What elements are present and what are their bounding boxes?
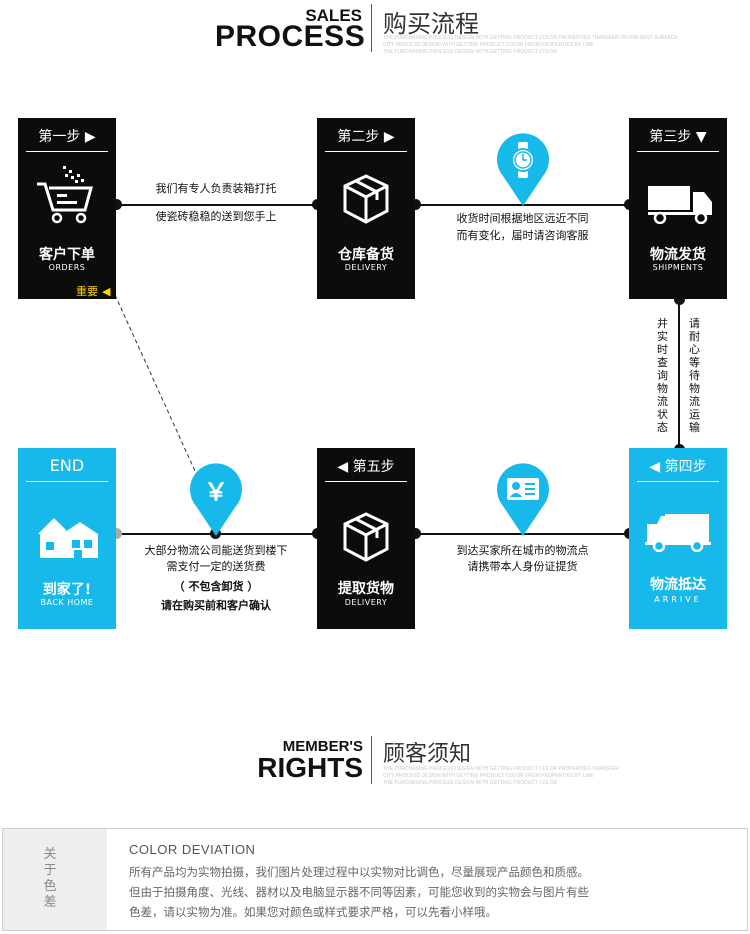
step-rule — [26, 151, 108, 152]
members-title-cn: 顾客须知 — [383, 742, 472, 767]
caption-5-line-4: 请在购买前和客户确认 — [161, 599, 271, 612]
step-rule — [325, 481, 407, 482]
caption-1-line-2: 使瓷砖稳稳的送到您手上 — [155, 210, 277, 223]
notice-line-2: 但由于拍摄角度、光线、器材以及电脑显示器不同等因素，可能您收到的实物会与图片有些 — [129, 885, 589, 899]
step-label: 第一步 ▶ — [38, 129, 96, 145]
members-title-divider — [371, 736, 372, 784]
caption-5-line-3: （ 不包含卸货 ） — [173, 580, 259, 593]
members-fine-1: THE PURCHASING PROCESS DESIGN WITH GETTI… — [383, 766, 619, 772]
members-title-big: RIGHTS — [257, 752, 363, 783]
caption-4-line-1: 到达买家所在城市的物流点 — [456, 544, 589, 557]
step-rule — [26, 481, 108, 482]
step-4-card: ◀ 第四步 物流抵达 ARRIVE — [629, 448, 727, 629]
members-fine-3: THE PURCHASING PROCESS DESIGN WITH GETTI… — [383, 780, 558, 786]
color-deviation-notice: 关于色差 COLOR DEVIATION 所有产品均为实物拍摄，我们图片处理过程… — [2, 828, 748, 931]
step-title: 提取货物 — [338, 581, 394, 597]
box-icon — [343, 512, 389, 562]
connector-dot — [410, 199, 421, 210]
sales-fine-1: THE PURCHASING PROCESS DESIGN WITH GETTI… — [383, 35, 678, 41]
caption-5-line-2: 需支付一定的送货费 — [166, 560, 266, 573]
step-label: 第三步 ▼ — [649, 129, 707, 145]
step-5-card: ◀ 第五步 提取货物 DELIVERY — [317, 448, 415, 629]
step-rule — [637, 481, 719, 482]
step-title: 物流发货 — [650, 247, 706, 263]
caption-1-line-1: 我们有专人负责装箱打托 — [155, 182, 277, 195]
caption-5-line-1: 大部分物流公司能送货到楼下 — [144, 544, 288, 557]
caption-2-line-2: 而有变化，届时请咨询客服 — [456, 229, 589, 242]
important-tag: 重要◀ — [76, 285, 111, 298]
dashed-link — [114, 294, 216, 516]
id-card-pin-icon — [497, 463, 549, 536]
delivery-truck-icon — [645, 514, 711, 552]
step-label: ◀ 第四步 — [649, 459, 707, 475]
step-rule — [637, 151, 719, 152]
step-title: 客户下单 — [39, 247, 95, 263]
caption-2-line-1: 收货时间根据地区远近不同 — [456, 212, 589, 225]
notice-line-3: 色差，请以实物为准。如果您对颜色或样式要求严格，可以先看小样哦。 — [129, 905, 497, 919]
step-subtitle: BACK HOME — [40, 598, 94, 607]
step-subtitle: DELIVERY — [344, 263, 388, 272]
notice-side-label: 关于色差 — [43, 847, 57, 910]
sales-fine-2: CITY PROCESS DESIGN WITH GETTING PRODUCT… — [383, 42, 594, 48]
notice-line-1: 所有产品均为实物拍摄，我们图片处理过程中以实物对比调色，尽量展现产品颜色和质感。 — [129, 865, 589, 879]
yen-pin-icon — [190, 463, 242, 536]
connector-1-2 — [116, 204, 318, 206]
cart-icon — [37, 166, 93, 224]
connector-3-4 — [678, 299, 680, 451]
connector-dot — [674, 294, 685, 305]
yen-symbol: ￥ — [204, 478, 228, 506]
end-card: END 到家了! BACK HOME — [18, 448, 116, 629]
sales-title-divider — [371, 4, 372, 52]
step-label: END — [49, 456, 85, 475]
step-2-card: 第二步 ▶ 仓库备货 DELIVERY — [317, 118, 415, 299]
sales-title-small: SALES — [305, 6, 362, 25]
step-1-card: 第一步 ▶ 客户下单 ORDERS 重要◀ — [18, 118, 116, 299]
connector-dot — [410, 528, 421, 539]
step-3-card: 第三步 ▼ 物流发货 SHIPMENTS — [629, 118, 727, 299]
watch-pin-icon — [497, 133, 549, 206]
step-label: ◀ 第五步 — [337, 459, 395, 475]
notice-title: COLOR DEVIATION — [129, 842, 256, 857]
connector-dot — [111, 528, 122, 539]
vertical-caption-right: 请耐心等待物流运输 — [689, 317, 700, 434]
sales-title-big: PROCESS — [215, 20, 366, 53]
truck-icon — [648, 186, 712, 224]
members-fine-2: CITY PROCESS DESIGN WITH GETTING PRODUCT… — [383, 773, 594, 779]
caption-4-line-2: 请携带本人身份证提货 — [467, 560, 578, 573]
sales-fine-3: THE PURCHASING PROCESS DESIGN WITH GETTI… — [383, 49, 558, 55]
step-rule — [325, 151, 407, 152]
step-title: 物流抵达 — [650, 577, 706, 593]
step-subtitle: ARRIVE — [654, 595, 702, 604]
notice-side-panel — [3, 829, 107, 930]
step-title: 到家了! — [42, 582, 92, 598]
box-icon — [343, 174, 389, 224]
important-label: 重要 — [76, 285, 98, 298]
step-label: 第二步 ▶ — [337, 129, 395, 145]
house-icon — [38, 518, 98, 558]
members-title-small: MEMBER'S — [282, 738, 363, 755]
step-subtitle: DELIVERY — [344, 598, 388, 607]
step-title: 仓库备货 — [338, 247, 394, 263]
connector-dot — [111, 199, 122, 210]
vertical-caption-left: 并实时查询物流状态 — [657, 317, 668, 434]
step-subtitle: ORDERS — [48, 263, 86, 272]
sales-title-cn: 购买流程 — [383, 10, 479, 38]
step-subtitle: SHIPMENTS — [652, 263, 704, 272]
